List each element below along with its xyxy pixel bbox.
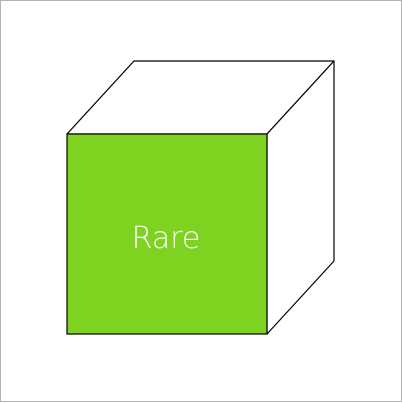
cube-front-face xyxy=(66,133,268,335)
cube-label: Rare xyxy=(132,221,201,256)
